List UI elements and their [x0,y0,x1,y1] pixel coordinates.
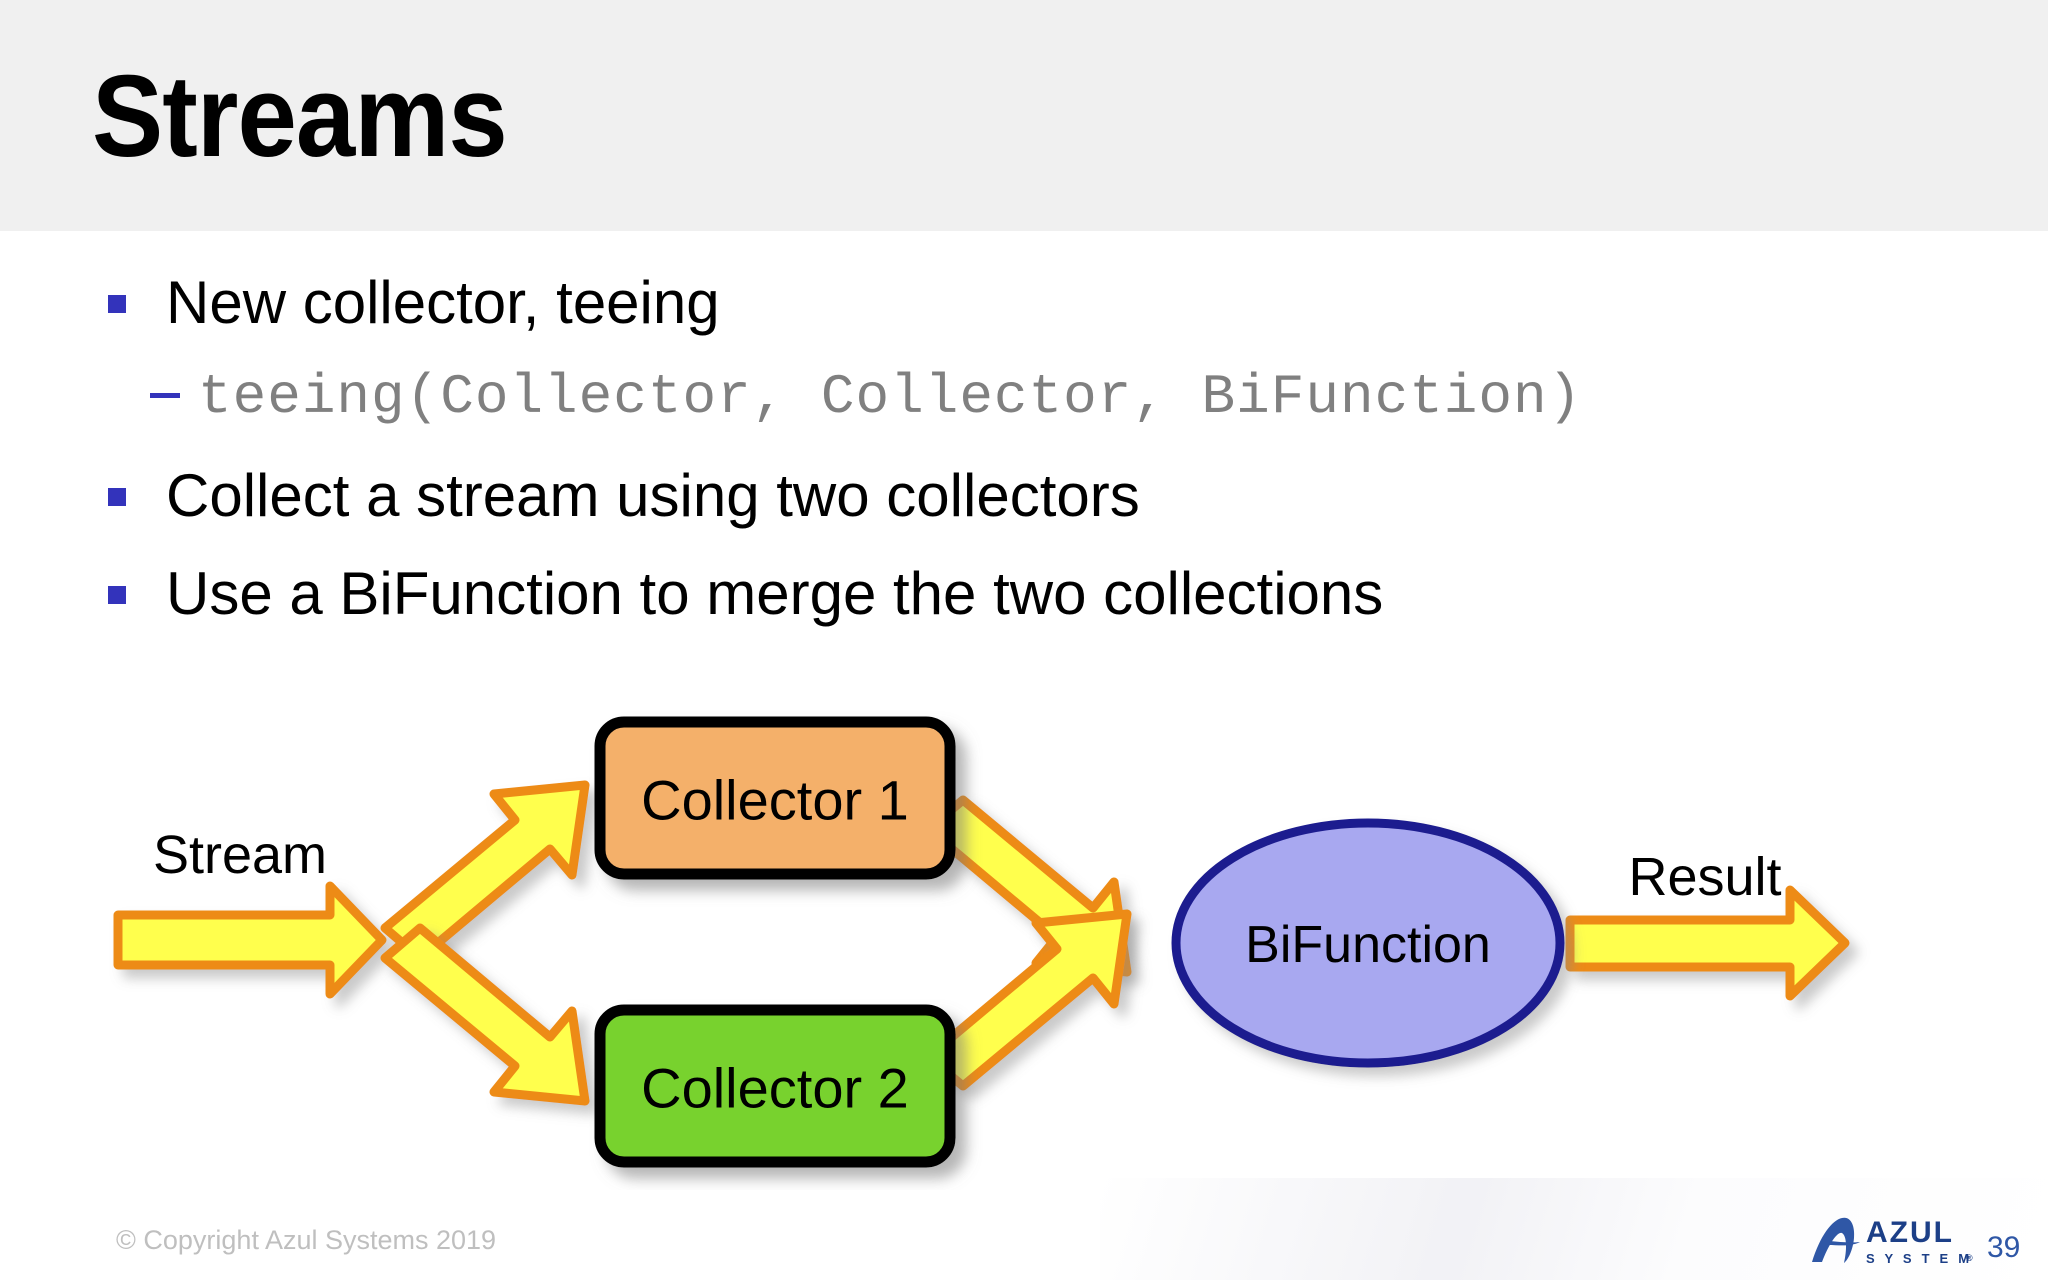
arrow-result-output [1565,885,1850,1001]
node-collector2: Collector 2 [594,1004,956,1168]
node-bifunction-label: BiFunction [1245,916,1491,974]
arrow-split-to-collector1 [380,780,590,963]
edge-label-result: Result [1628,847,1781,907]
slide-header-band [0,0,2048,231]
square-bullet-icon [108,488,126,506]
edge-label-stream: Stream [153,825,327,885]
list-item: Collect a stream using two collectors [108,466,1140,526]
bullet-label: Collect a stream using two collectors [166,462,1140,529]
teeing-flow-diagram: Collector 1 Collector 2 BiFunction Strea… [0,690,2048,1190]
node-bifunction: BiFunction [1171,818,1565,1068]
bullet-label: New collector, teeing [166,269,720,336]
registered-trademark-icon: ® [1966,1253,1973,1263]
arrow-split-to-collector2 [380,923,590,1106]
page-number: 39 [1987,1231,2021,1264]
azul-swoosh-icon [1812,1217,1860,1263]
list-item: New collector, teeing [108,273,720,333]
dash-bullet-icon [150,393,180,398]
bullet-code-label: teeing(Collector, Collector, BiFunction) [198,365,1583,429]
bullet-label: Use a BiFunction to merge the two collec… [166,560,1384,627]
node-collector1: Collector 1 [594,716,956,880]
node-collector2-label: Collector 2 [641,1057,909,1120]
arrow-collector2-to-bifunction [923,909,1132,1091]
arrow-stream-input [113,881,387,999]
list-item: teeing(Collector, Collector, BiFunction) [150,369,1582,425]
square-bullet-icon [108,295,126,313]
azul-systems-logo: AZUL S Y S T E M S ® [1806,1214,1988,1270]
azul-subtitle: S Y S T E M S [1866,1251,1978,1266]
list-item: Use a BiFunction to merge the two collec… [108,564,1383,624]
azul-wordmark: AZUL [1866,1216,1954,1249]
page-title: Streams [92,51,508,181]
node-collector1-label: Collector 1 [641,769,909,832]
square-bullet-icon [108,586,126,604]
copyright-notice: © Copyright Azul Systems 2019 [116,1225,497,1255]
